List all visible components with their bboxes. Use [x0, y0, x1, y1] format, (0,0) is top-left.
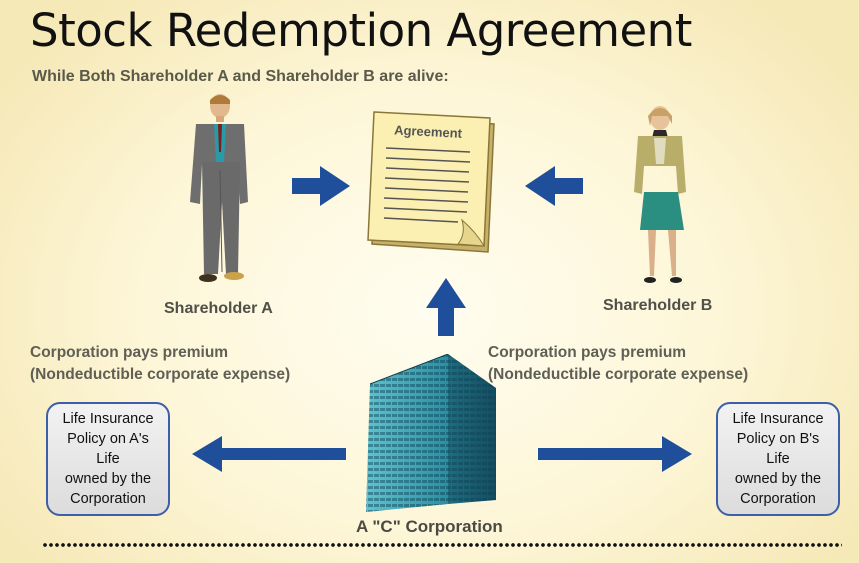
policy-a-line1: Life Insurance [62, 411, 154, 427]
arrow-to-policy-a-icon [192, 436, 346, 472]
premium-note-left-line2: (Nondeductible corporate expense) [30, 366, 291, 383]
arrow-right-icon [292, 166, 350, 206]
arrow-up-icon [426, 278, 466, 336]
policy-a-line3: owned by the [64, 471, 152, 487]
agreement-label: Agreement [394, 122, 463, 141]
premium-note-right-line1: Corporation pays premium [488, 344, 687, 361]
agreement-document: Agreement [367, 111, 495, 253]
shareholder-a-label: Shareholder A [164, 300, 273, 317]
policy-a-line2: Policy on A's Life [67, 431, 149, 467]
agreement-lines [383, 147, 471, 223]
policy-b-line3: owned by the [734, 471, 822, 487]
policy-b-line4: Corporation [740, 491, 816, 507]
arrow-to-policy-b-icon [538, 436, 692, 472]
shareholder-b-label: Shareholder B [603, 297, 713, 314]
shareholder-a-figure [190, 94, 248, 282]
page-subtitle: While Both Shareholder A and Shareholder… [32, 68, 449, 85]
premium-note-right: Corporation pays premium (Nondeductible … [488, 342, 748, 386]
policy-a-box: Life Insurance Policy on A's Life owned … [46, 402, 170, 516]
policy-b-line2: Policy on B's Life [736, 431, 820, 467]
arrow-left-icon [525, 166, 583, 206]
page-title: Stock Redemption Agreement [30, 4, 692, 57]
shareholder-b-figure [634, 106, 686, 283]
corporation-label: A "C" Corporation [356, 517, 503, 536]
premium-note-left-line1: Corporation pays premium [30, 344, 229, 361]
premium-note-right-line2: (Nondeductible corporate expense) [488, 366, 749, 383]
policy-a-line4: Corporation [70, 491, 146, 507]
premium-note-left: Corporation pays premium (Nondeductible … [30, 342, 290, 386]
policy-b-box: Life Insurance Policy on B's Life owned … [716, 402, 840, 516]
policy-b-line1: Life Insurance [732, 411, 824, 427]
dotted-divider [42, 542, 842, 548]
corporation-building-icon [366, 354, 496, 512]
